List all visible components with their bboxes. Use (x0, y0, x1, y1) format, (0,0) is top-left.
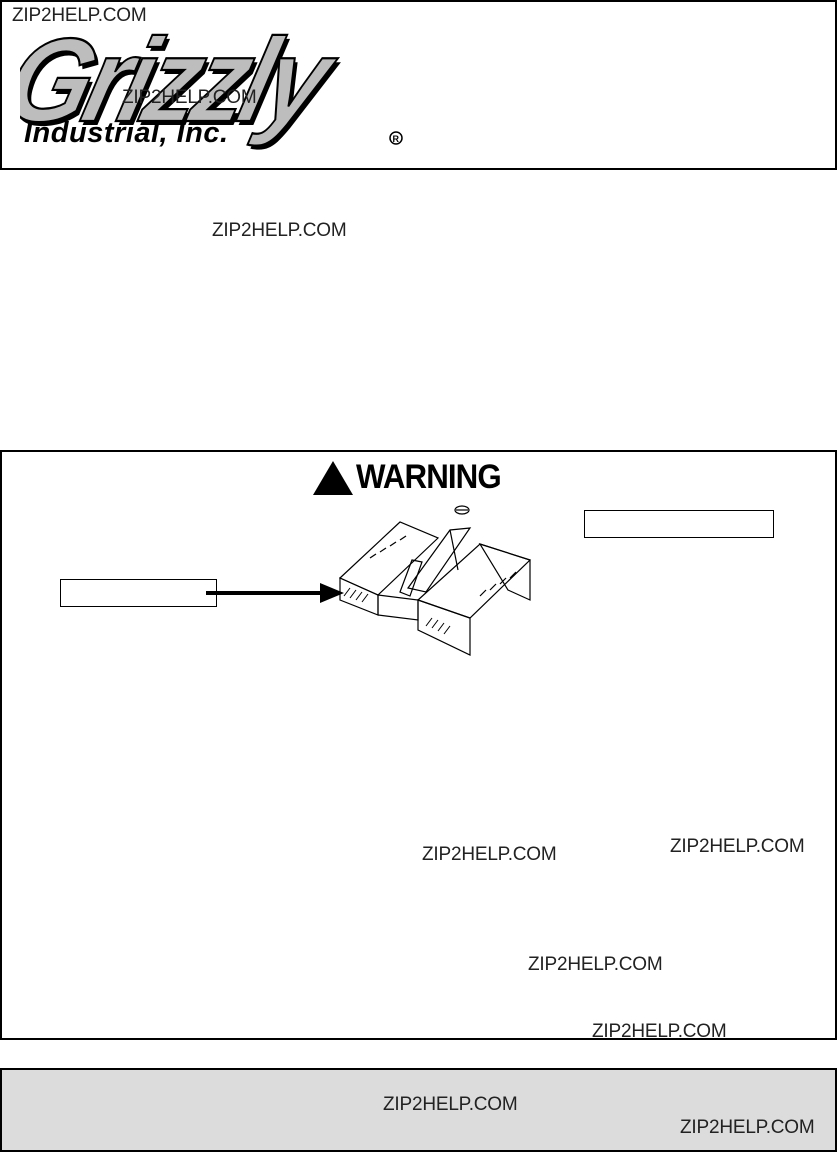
header-box: Grizzly Grizzly Industrial, Inc. R (0, 0, 837, 170)
svg-text:Industrial, Inc.: Industrial, Inc. (24, 117, 229, 149)
footer-box (0, 1068, 837, 1152)
watermark-text: ZIP2HELP.COM (680, 1117, 815, 1138)
svg-text:Grizzly: Grizzly (20, 24, 349, 147)
warning-title: WARNING (356, 458, 502, 496)
watermark-text: ZIP2HELP.COM (592, 1021, 727, 1042)
watermark-text: ZIP2HELP.COM (12, 5, 147, 26)
svg-text:R: R (393, 134, 400, 144)
watermark-text: ZIP2HELP.COM (383, 1094, 518, 1115)
watermark-text: ZIP2HELP.COM (670, 836, 805, 857)
table-saw-illustration (338, 505, 532, 656)
watermark-text: ZIP2HELP.COM (122, 87, 257, 108)
warning-heading: WARNING (312, 458, 513, 497)
grizzly-logo: Grizzly Grizzly Industrial, Inc. R (20, 24, 403, 151)
arrow-right-icon (206, 583, 344, 603)
watermark-text: ZIP2HELP.COM (422, 844, 557, 865)
watermark-text: ZIP2HELP.COM (212, 220, 347, 241)
watermark-text: ZIP2HELP.COM (528, 954, 663, 975)
label-box-right (584, 510, 774, 538)
warning-triangle-icon (313, 460, 353, 495)
warning-box (0, 450, 837, 1040)
svg-text:Grizzly: Grizzly (20, 24, 352, 151)
label-box-left (60, 579, 217, 607)
